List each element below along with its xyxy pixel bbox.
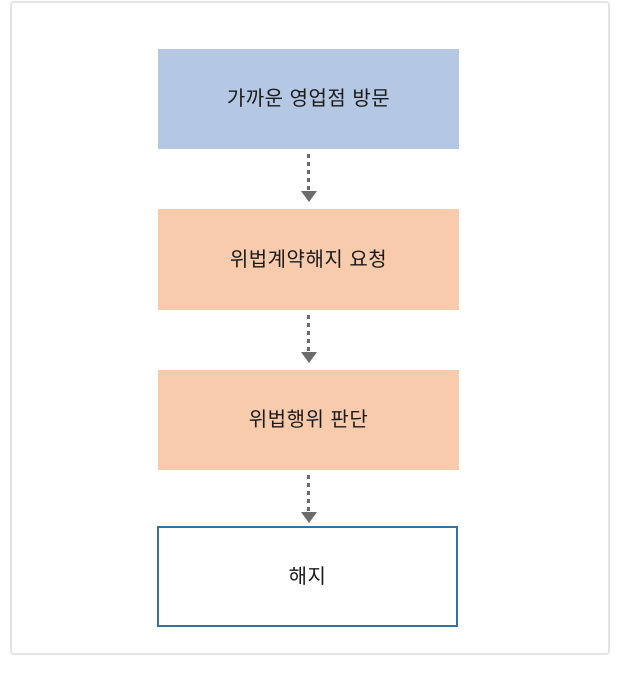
flow-step-label: 위법행위 판단 [248,409,369,431]
diagram-frame: 가까운 영업점 방문 위법계약해지 요청 위법행위 판단 해지 [10,1,610,655]
flow-step-label: 가까운 영업점 방문 [226,88,391,110]
down-arrow-icon [300,315,317,363]
down-arrow-icon [300,154,317,202]
arrow-dashed-line [307,315,310,352]
flow-step-visit-branch: 가까운 영업점 방문 [158,49,459,149]
flow-step-label: 위법계약해지 요청 [229,248,388,271]
flow-step-termination-request: 위법계약해지 요청 [158,209,459,310]
arrow-head [300,191,317,202]
arrow-dashed-line [307,475,310,512]
flow-step-label: 해지 [288,565,327,588]
down-arrow-icon [300,475,317,523]
arrow-head [300,352,317,363]
arrow-dashed-line [307,154,310,191]
flow-step-termination: 해지 [157,526,458,627]
flow-step-illegality-judgment: 위법행위 판단 [158,370,459,470]
arrow-head [300,512,317,523]
